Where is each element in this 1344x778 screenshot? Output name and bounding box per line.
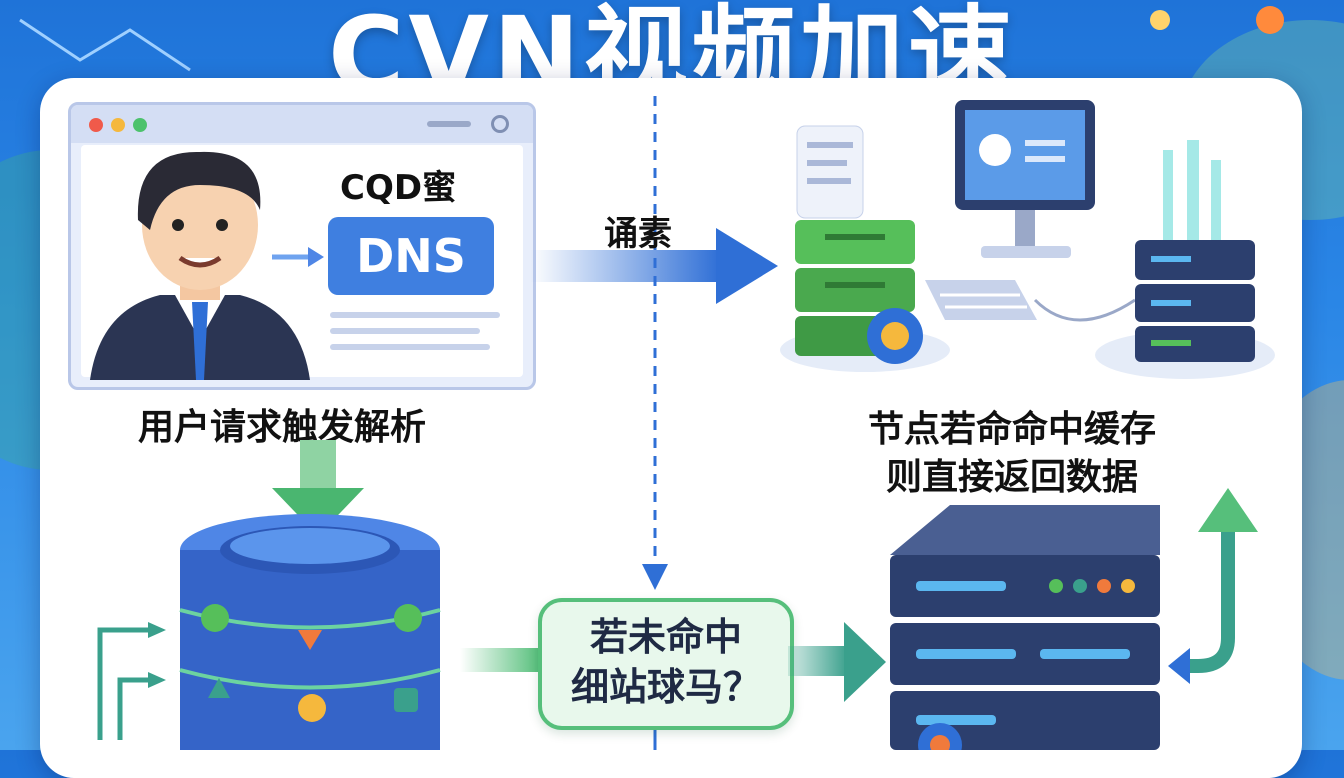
window-zoom-dot (133, 118, 147, 132)
dashed-divider (642, 96, 668, 750)
computer-icon (955, 100, 1095, 258)
node-hit-label-line1: 节点若命命中缓存 (868, 409, 1157, 450)
arrow-right-icon (460, 648, 540, 672)
origin-server-icon (890, 505, 1160, 750)
browser-titlebar (71, 105, 533, 143)
text-placeholder-line (330, 312, 500, 318)
cache-miss-box: 若未命中 细站球马？ (538, 598, 794, 730)
arrow-right-icon (272, 247, 324, 267)
window-minimize-dot (111, 118, 125, 132)
cache-miss-line1: 若未命中 (589, 615, 742, 659)
window-close-dot (89, 118, 103, 132)
search-icon (491, 115, 509, 133)
browser-caption: CQD蜜 (340, 168, 457, 208)
text-placeholder-line (330, 328, 480, 334)
edge-node-illustration (780, 100, 1275, 379)
return-arrow-icon (1168, 488, 1258, 684)
database-cluster-icon (97, 514, 441, 750)
arrow-label: 诵素 (604, 214, 672, 254)
keyboard-icon (925, 280, 1037, 320)
node-hit-label-line2: 则直接返回数据 (886, 457, 1139, 498)
arrow-right-icon (788, 622, 886, 702)
bg-network-lines (19, 6, 1284, 72)
user-request-label: 用户请求触发解析 (138, 407, 427, 448)
text-placeholder-line (330, 344, 490, 350)
dns-button: DNS (328, 217, 494, 295)
edge-server-icon (795, 220, 923, 364)
arrow-down-icon (272, 440, 364, 536)
arrow-right-large-icon (530, 228, 778, 304)
address-bar (427, 121, 471, 127)
user-avatar-icon (90, 151, 310, 380)
cache-miss-line2: 细站球马？ (570, 665, 761, 709)
storage-server-icon (1135, 140, 1255, 362)
